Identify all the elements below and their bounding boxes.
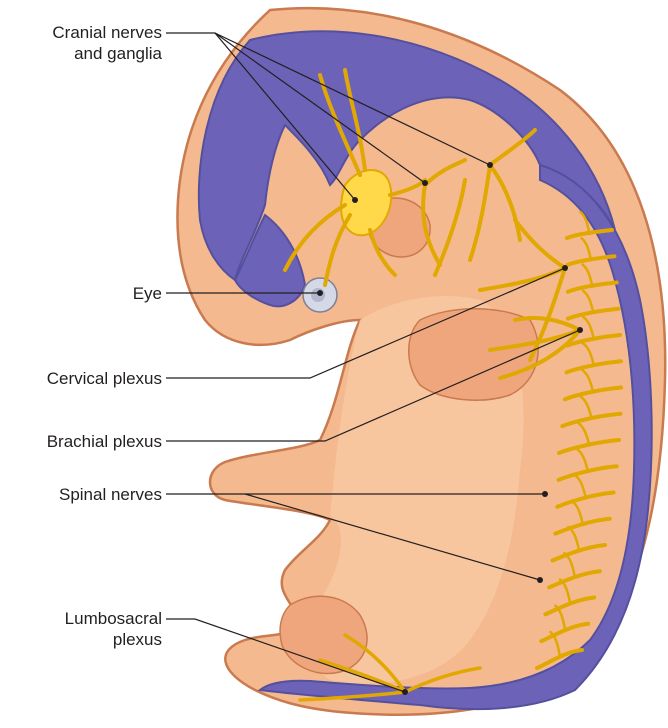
label-lumbosacral-plexus: Lumbosacral plexus [65, 608, 162, 650]
label-cervical-plexus: Cervical plexus [47, 368, 162, 389]
leader-dot-lumbosacral [402, 689, 408, 695]
leader-dot-spinal-lower [537, 577, 543, 583]
leader-dot-cranial-mid [422, 180, 428, 186]
label-lumbosacral-line1: Lumbosacral [65, 608, 162, 629]
label-cranial-line2: and ganglia [52, 43, 162, 64]
label-lumbosacral-line2: plexus [65, 629, 162, 650]
label-eye: Eye [133, 283, 162, 304]
leader-dot-spinal-upper [542, 491, 548, 497]
leader-dot-cranial-upper [487, 162, 493, 168]
label-brachial-plexus: Brachial plexus [47, 431, 162, 452]
leader-dot-brachial [577, 327, 583, 333]
leader-dot-eye [317, 290, 323, 296]
upper-limb-bud [409, 309, 538, 400]
label-spinal-nerves: Spinal nerves [59, 484, 162, 505]
leader-dot-ganglion [352, 197, 358, 203]
label-cranial-nerves: Cranial nerves and ganglia [52, 22, 162, 64]
leader-dot-cervical [562, 265, 568, 271]
label-cranial-line1: Cranial nerves [52, 22, 162, 43]
